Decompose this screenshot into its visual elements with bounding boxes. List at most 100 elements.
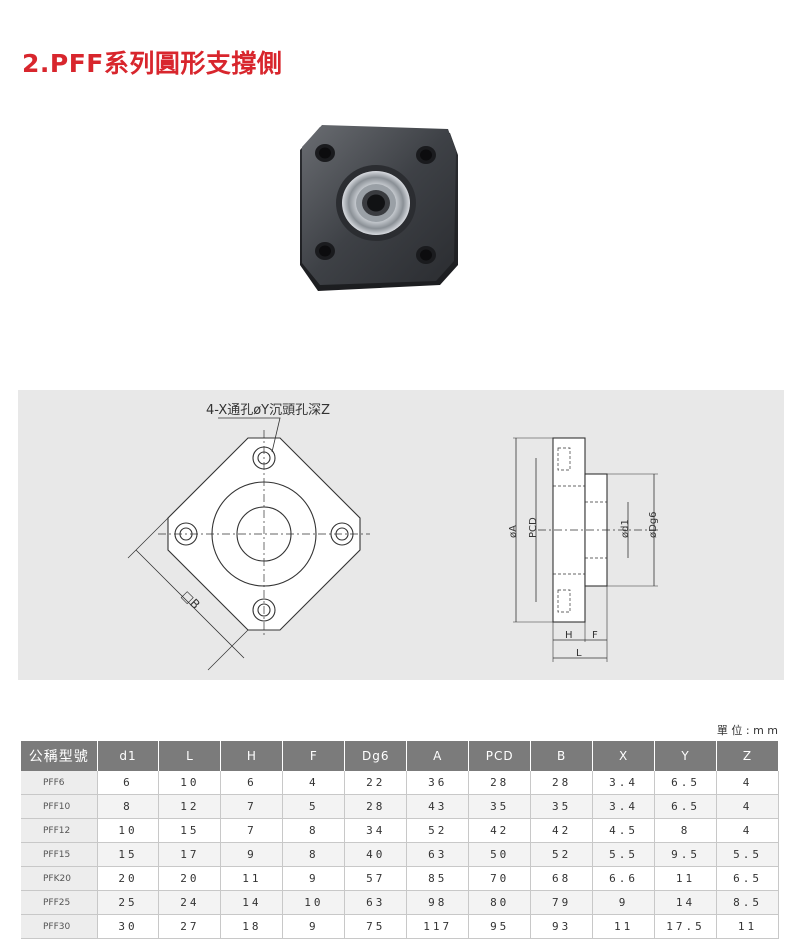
value-cell: 63: [344, 890, 408, 915]
value-cell: 9.5: [654, 842, 718, 867]
page-title: 2.PFF系列圓形支撐側: [22, 49, 283, 78]
value-cell: 14: [654, 890, 718, 915]
value-cell: 35: [530, 794, 594, 819]
value-cell: 70: [468, 866, 532, 891]
value-cell: 4: [716, 818, 779, 843]
technical-drawing: □B 4-X通孔øY沉頭孔深Z: [18, 390, 784, 680]
value-cell: 10: [282, 890, 346, 915]
value-cell: 9: [220, 842, 284, 867]
value-cell: 117: [406, 914, 470, 939]
value-cell: 40: [344, 842, 408, 867]
column-header: X: [592, 741, 656, 771]
value-cell: 8: [97, 794, 160, 819]
column-header: d1: [97, 741, 160, 771]
value-cell: 95: [468, 914, 532, 939]
value-cell: 8: [282, 818, 346, 843]
label-B: □B: [179, 588, 203, 612]
column-header: Z: [716, 741, 779, 771]
value-cell: 6.5: [716, 866, 779, 891]
value-cell: 20: [158, 866, 222, 891]
value-cell: 35: [468, 794, 532, 819]
column-header: B: [530, 741, 594, 771]
model-cell: PFF25: [21, 890, 98, 915]
label-L: L: [576, 648, 582, 659]
label-phiA: øA: [508, 525, 519, 538]
column-header: H: [220, 741, 284, 771]
value-cell: 5.5: [716, 842, 779, 867]
value-cell: 22: [344, 771, 408, 795]
value-cell: 4: [282, 771, 346, 795]
value-cell: 9: [592, 890, 656, 915]
value-cell: 10: [158, 771, 222, 795]
model-cell: PFF12: [21, 818, 98, 843]
hole-note: 4-X通孔øY沉頭孔深Z: [206, 403, 330, 418]
value-cell: 10: [97, 818, 160, 843]
value-cell: 5: [282, 794, 346, 819]
value-cell: 11: [654, 866, 718, 891]
value-cell: 18: [220, 914, 284, 939]
value-cell: 25: [97, 890, 160, 915]
value-cell: 7: [220, 794, 284, 819]
model-cell: PFF15: [21, 842, 98, 867]
value-cell: 11: [592, 914, 656, 939]
value-cell: 30: [97, 914, 160, 939]
column-header: A: [406, 741, 470, 771]
value-cell: 43: [406, 794, 470, 819]
value-cell: 34: [344, 818, 408, 843]
value-cell: 42: [468, 818, 532, 843]
value-cell: 12: [158, 794, 222, 819]
value-cell: 4.5: [592, 818, 656, 843]
table-header-row: 公稱型號 d1 L H F Dg6 A PCD B X Y Z: [21, 741, 779, 771]
column-header: Dg6: [344, 741, 408, 771]
value-cell: 52: [530, 842, 594, 867]
value-cell: 24: [158, 890, 222, 915]
value-cell: 9: [282, 866, 346, 891]
value-cell: 52: [406, 818, 470, 843]
value-cell: 75: [344, 914, 408, 939]
value-cell: 3.4: [592, 771, 656, 795]
value-cell: 15: [158, 818, 222, 843]
value-cell: 85: [406, 866, 470, 891]
value-cell: 98: [406, 890, 470, 915]
value-cell: 28: [468, 771, 532, 795]
value-cell: 5.5: [592, 842, 656, 867]
value-cell: 36: [406, 771, 470, 795]
value-cell: 79: [530, 890, 594, 915]
label-d1: ød1: [620, 519, 631, 538]
value-cell: 63: [406, 842, 470, 867]
value-cell: 28: [344, 794, 408, 819]
value-cell: 6: [97, 771, 160, 795]
value-cell: 7: [220, 818, 284, 843]
model-cell: PFF10: [21, 794, 98, 819]
value-cell: 42: [530, 818, 594, 843]
value-cell: 50: [468, 842, 532, 867]
value-cell: 4: [716, 771, 779, 795]
value-cell: 93: [530, 914, 594, 939]
label-F: F: [592, 630, 598, 641]
value-cell: 6.5: [654, 771, 718, 795]
value-cell: 57: [344, 866, 408, 891]
model-cell: PFK20: [21, 866, 98, 891]
value-cell: 68: [530, 866, 594, 891]
column-header: Y: [654, 741, 718, 771]
column-header: PCD: [468, 741, 532, 771]
value-cell: 17.5: [654, 914, 718, 939]
model-cell: PFF30: [21, 914, 98, 939]
label-Dg6: øDg6: [648, 511, 659, 538]
value-cell: 20: [97, 866, 160, 891]
value-cell: 6.5: [654, 794, 718, 819]
value-cell: 14: [220, 890, 284, 915]
value-cell: 80: [468, 890, 532, 915]
column-header: 公稱型號: [21, 741, 98, 771]
model-cell: PFF6: [21, 771, 98, 795]
value-cell: 9: [282, 914, 346, 939]
unit-note: 單 位 : m m: [716, 724, 778, 737]
